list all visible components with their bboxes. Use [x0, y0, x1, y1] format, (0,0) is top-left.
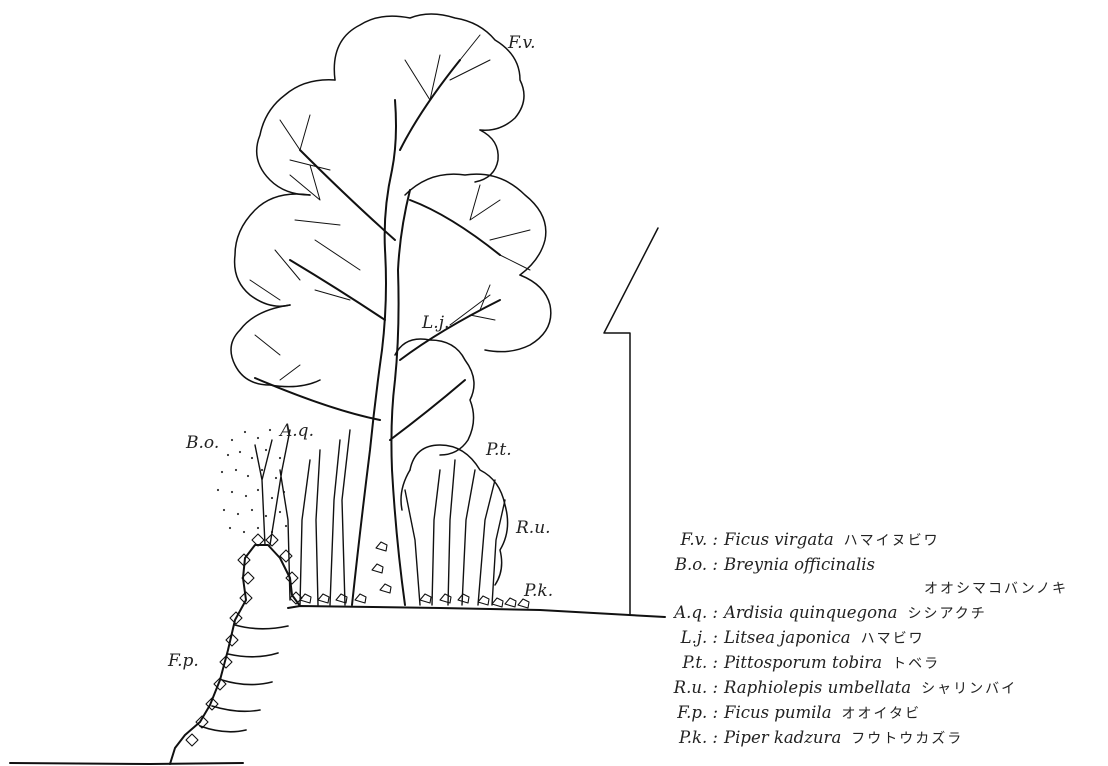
- legend-japanese-name: シャリンバイ: [921, 681, 1017, 697]
- wind-indicator: [604, 228, 658, 614]
- legend-scientific-name: Piper kadzura: [724, 728, 841, 747]
- legend-abbr: A.q. :: [656, 601, 718, 625]
- legend-scientific-name: Pittosporum tobira: [724, 653, 882, 672]
- species-legend: F.v. : Ficus virgata ハマイヌビワ B.o. : Breynia …: [656, 528, 1106, 751]
- legend-abbr: L.j. :: [656, 626, 718, 650]
- shrub-layer-stems: [255, 430, 505, 605]
- legend-row: R.u. : Raphiolepis umbellata シャリンバイ: [656, 676, 1106, 701]
- legend-row: L.j. : Litsea japonica ハマビワ: [656, 626, 1106, 651]
- legend-abbr: F.p. :: [656, 701, 718, 725]
- label-ru: R.u.: [515, 518, 551, 538]
- legend-japanese-name: フウトウカズラ: [851, 731, 963, 747]
- legend-japanese-name: トベラ: [892, 656, 940, 672]
- legend-abbr: F.v. :: [656, 528, 718, 552]
- legend-japanese-name: オオイタビ: [842, 706, 921, 722]
- legend-japanese-name: ハマイヌビワ: [844, 533, 940, 549]
- legend-row: F.p. : Ficus pumila オオイタビ: [656, 701, 1106, 726]
- legend-row: A.q. : Ardisia quinquegona シシアクチ: [656, 601, 1106, 626]
- legend-row: P.t. : Pittosporum tobira トベラ: [656, 651, 1106, 676]
- ficus-virgata-crown: [231, 14, 551, 387]
- label-fv: F.v.: [507, 33, 536, 53]
- label-aq: A.q.: [278, 421, 314, 441]
- legend-abbr: R.u. :: [656, 676, 718, 700]
- crown-branchlets: [250, 35, 530, 380]
- label-pk: P.k.: [523, 581, 553, 601]
- litsea-japonica-trunk: [255, 60, 500, 605]
- legend-row: P.k. : Piper kadzura フウトウカズラ: [656, 726, 1106, 751]
- legend-abbr: B.o. :: [656, 553, 718, 577]
- legend-scientific-name: Ficus pumila: [724, 703, 832, 722]
- legend-abbr: P.k. :: [656, 726, 718, 750]
- ground-lower: [10, 763, 243, 764]
- legend-row: F.v. : Ficus virgata ハマイヌビワ: [656, 528, 1106, 553]
- legend-scientific-name: Ardisia quinquegona: [724, 603, 897, 622]
- ground-upper: [288, 606, 665, 617]
- breynia-stipple: [217, 429, 287, 533]
- label-fp: F.p.: [167, 651, 199, 671]
- label-bo: B.o.: [185, 433, 219, 453]
- label-lj: L.j.: [421, 313, 449, 333]
- legend-scientific-name: Raphiolepis umbellata: [724, 678, 911, 697]
- legend-japanese-name: ハマビワ: [861, 631, 925, 647]
- root-lines: [200, 625, 288, 732]
- legend-scientific-name: Litsea japonica: [724, 628, 851, 647]
- legend-scientific-name: Ficus virgata: [724, 530, 834, 549]
- legend-row: B.o. : Breynia officinalis: [656, 553, 1106, 577]
- pittosporum-crown: [395, 339, 474, 455]
- legend-japanese-name: オオシマコバンノキ: [656, 577, 1106, 601]
- legend-abbr: P.t. :: [656, 651, 718, 675]
- legend-japanese-name: シシアクチ: [907, 606, 986, 622]
- label-pt: P.t.: [485, 440, 512, 460]
- legend-scientific-name: Breynia officinalis: [724, 555, 875, 574]
